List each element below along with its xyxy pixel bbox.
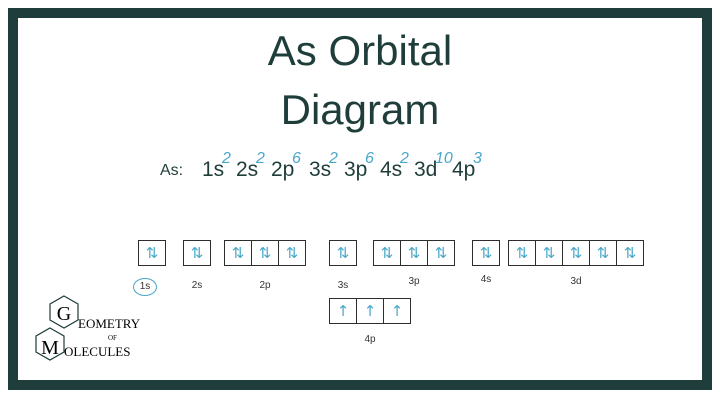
config-electrons: 2: [399, 150, 409, 167]
orbital-boxes-4p: ↑ ↑ ↑: [329, 298, 411, 324]
svg-text:M: M: [41, 337, 59, 359]
orbital-label-3s: 3s: [337, 280, 349, 291]
orbital-box: ⇅: [589, 240, 617, 266]
config-orbital: 3d: [414, 158, 438, 181]
config-electrons: 2: [221, 150, 231, 167]
orbital-box: ⇅: [251, 240, 279, 266]
config-orbital: 3s: [309, 158, 332, 181]
orbital-boxes-1s: ⇅: [138, 240, 166, 266]
config-electrons: 2: [255, 150, 265, 167]
orbital-box: ↑: [383, 298, 411, 324]
orbital-box: ⇅: [278, 240, 306, 266]
orbital-boxes-2s: ⇅: [183, 240, 211, 266]
orbital-label-2p: 2p: [259, 280, 271, 291]
orbital-box: ↑: [329, 298, 357, 324]
orbital-box: ⇅: [138, 240, 166, 266]
orbital-boxes-4s: ⇅: [472, 240, 500, 266]
config-electrons: 6: [292, 150, 301, 167]
orbital-boxes-3d: ⇅ ⇅ ⇅ ⇅ ⇅: [508, 240, 644, 266]
orbital-label-4p: 4p: [364, 334, 376, 345]
orbital-box: ⇅: [224, 240, 252, 266]
config-label: As:: [160, 162, 184, 179]
orbital-box: ↑: [356, 298, 384, 324]
geometry-of-molecules-logo: G M EOMETRY OF OLECULES: [35, 295, 141, 361]
title-line-2: Diagram: [280, 86, 440, 133]
config-electrons: 2: [328, 150, 338, 167]
orbital-box: ⇅: [562, 240, 590, 266]
orbital-box: ⇅: [373, 240, 401, 266]
orbital-box: ⇅: [535, 240, 563, 266]
config-orbital: 1s: [202, 158, 225, 181]
config-orbital: 4s: [380, 158, 403, 181]
orbital-box: ⇅: [472, 240, 500, 266]
orbital-label-3d: 3d: [570, 276, 582, 287]
orbital-box: ⇅: [183, 240, 211, 266]
svg-text:G: G: [57, 303, 71, 325]
config-orbital: 3p: [344, 158, 368, 181]
orbital-box: ⇅: [427, 240, 455, 266]
orbital-box: ⇅: [329, 240, 357, 266]
orbital-label-1s: 1s: [133, 278, 157, 296]
config-orbital: 4p: [452, 158, 476, 181]
orbital-box: ⇅: [508, 240, 536, 266]
orbital-box: ⇅: [616, 240, 644, 266]
orbital-box: ⇅: [400, 240, 428, 266]
orbital-boxes-3p: ⇅ ⇅ ⇅: [373, 240, 455, 266]
config-orbital: 2p: [271, 158, 295, 181]
config-orbital: 2s: [236, 158, 259, 181]
orbital-label-2s: 2s: [191, 280, 203, 291]
logo-line-2: OLECULES: [64, 344, 130, 359]
orbital-label-3p: 3p: [408, 276, 420, 287]
logo-of: OF: [108, 334, 117, 342]
orbital-label-4s: 4s: [480, 274, 492, 285]
config-electrons: 3: [473, 150, 482, 167]
orbital-boxes-3s: ⇅: [329, 240, 357, 266]
orbital-boxes-2p: ⇅ ⇅ ⇅: [224, 240, 306, 266]
config-electrons: 10: [435, 150, 453, 167]
diagram-frame: [8, 8, 712, 390]
title-line-1: As Orbital: [267, 27, 453, 74]
config-electrons: 6: [365, 150, 374, 167]
logo-line-1: EOMETRY: [78, 316, 141, 331]
